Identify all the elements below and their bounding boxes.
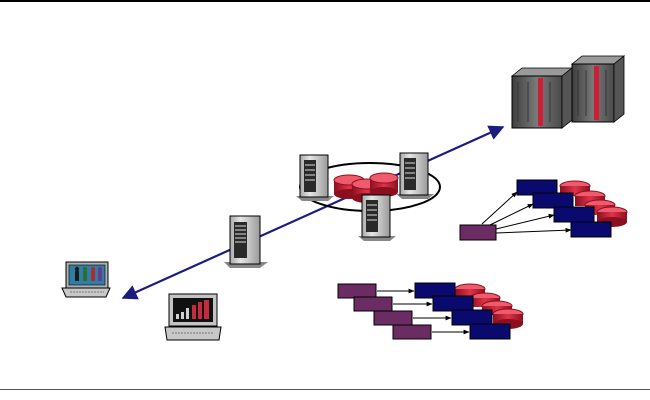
- laptop-icon: [62, 262, 110, 297]
- workstation-icon: [165, 294, 221, 340]
- mainframe-icon: [512, 56, 624, 128]
- server-cluster-icon: [296, 153, 440, 241]
- queue-group-bottom: [338, 283, 523, 339]
- tower-server-icon: [224, 216, 268, 268]
- queue-group-right: [460, 180, 627, 240]
- main-link-arrow: [123, 127, 503, 298]
